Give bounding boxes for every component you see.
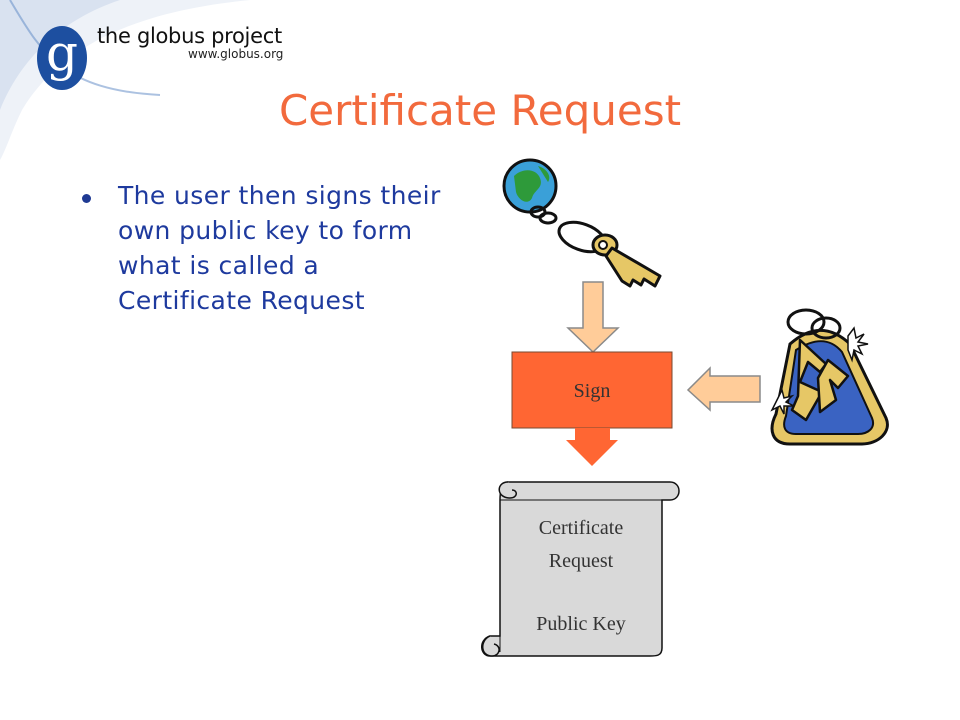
sign-label: Sign <box>574 380 611 402</box>
logo-url: www.globus.org <box>188 47 284 61</box>
sign-box <box>511 351 673 429</box>
logo-name: the globus project <box>97 24 282 48</box>
scroll-line-2: Request <box>549 550 614 572</box>
bullet-marker-icon <box>82 194 91 203</box>
bullet-text: The user then signs their own public key… <box>118 181 441 315</box>
scroll-line-1: Certificate <box>539 517 624 539</box>
down-arrow-bottom-icon <box>566 428 618 466</box>
public-key-icon <box>502 158 662 288</box>
slide-title: Certificate Request <box>278 86 682 135</box>
globus-logo-icon: g <box>37 26 87 90</box>
left-arrow-icon <box>686 366 761 412</box>
scroll-line-3: Public Key <box>536 613 625 635</box>
down-arrow-top-icon <box>566 281 620 354</box>
private-key-icon <box>770 308 889 446</box>
certificate-scroll <box>481 481 680 657</box>
